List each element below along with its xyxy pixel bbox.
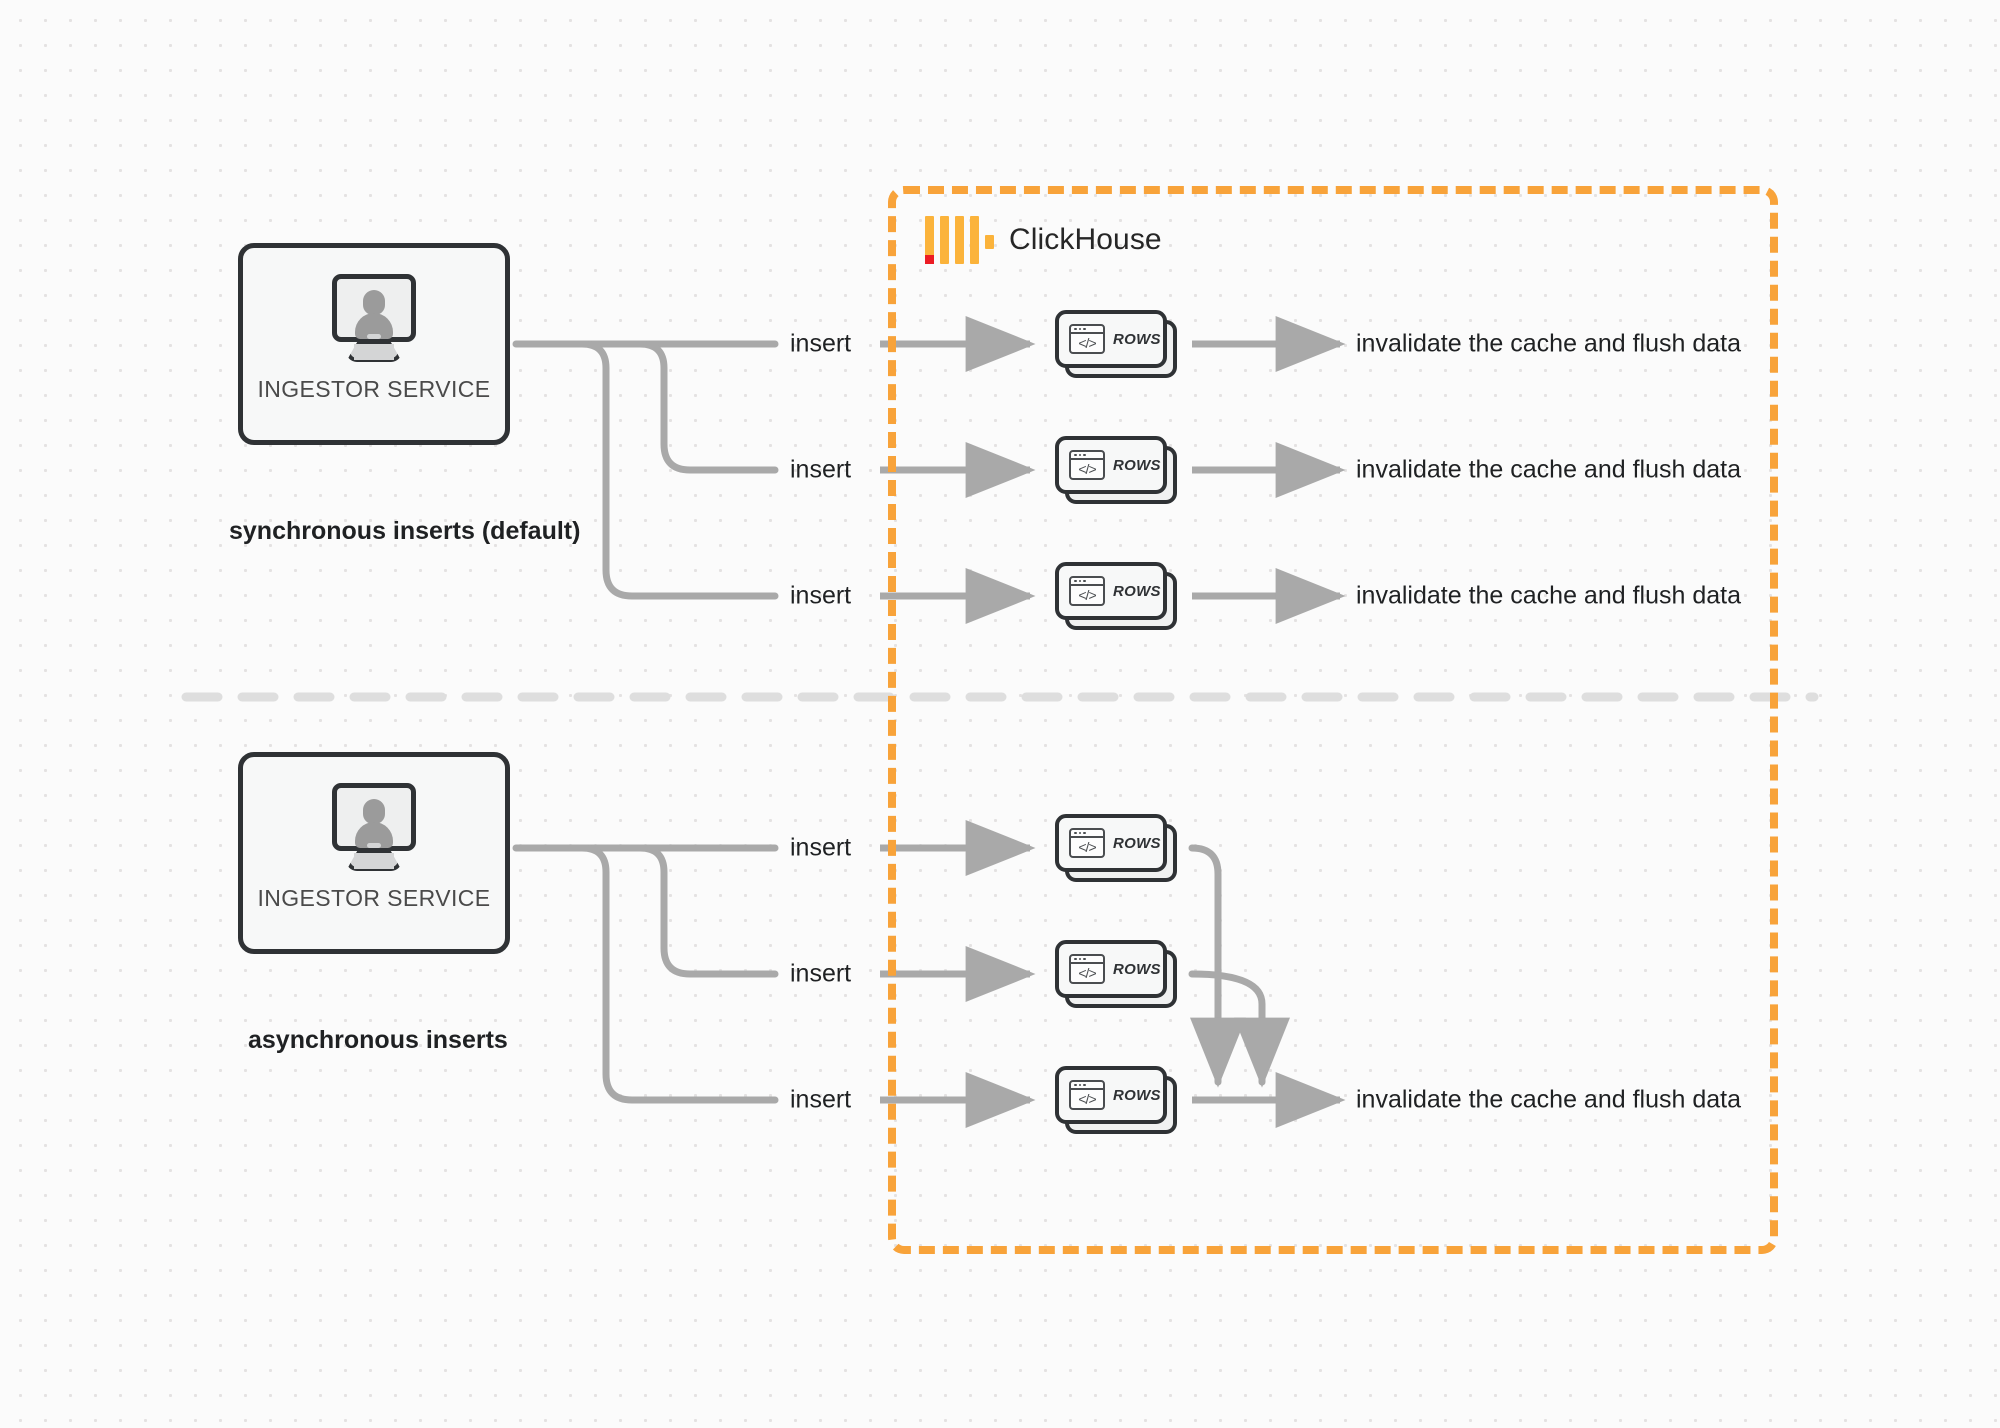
outcome-label-sync-3: invalidate the cache and flush data	[1356, 581, 1741, 610]
rows-node-sync-2[interactable]: </> ROWS	[1055, 436, 1177, 504]
rows-node-stack-front: </> ROWS	[1055, 814, 1167, 872]
monitor-user-icon	[328, 783, 420, 871]
ingestor-service-sync[interactable]: INGESTOR SERVICE	[238, 243, 510, 445]
caption-synchronous: synchronous inserts (default)	[229, 517, 581, 545]
rows-node-label: ROWS	[1113, 456, 1161, 474]
code-window-icon: </>	[1069, 828, 1105, 858]
clickhouse-brand: ClickHouse	[925, 216, 1162, 264]
code-window-icon: </>	[1069, 1080, 1105, 1110]
rows-node-stack-front: </> ROWS	[1055, 436, 1167, 494]
code-window-icon: </>	[1069, 450, 1105, 480]
async-branch-lines	[512, 844, 779, 1104]
rows-node-label: ROWS	[1113, 1086, 1161, 1104]
caption-asynchronous: asynchronous inserts	[248, 1026, 508, 1054]
insert-label-sync-1: insert	[790, 329, 852, 358]
sync-branch-lines	[512, 340, 779, 600]
insert-label-sync-3: insert	[790, 581, 852, 610]
rows-node-async-3[interactable]: </> ROWS	[1055, 1066, 1177, 1134]
rows-node-stack-front: </> ROWS	[1055, 310, 1167, 368]
rows-node-label: ROWS	[1113, 582, 1161, 600]
rows-node-stack-front: </> ROWS	[1055, 1066, 1167, 1124]
insert-label-async-3: insert	[790, 1085, 852, 1114]
code-window-icon: </>	[1069, 576, 1105, 606]
rows-node-label: ROWS	[1113, 960, 1161, 978]
outcome-label-async-merged: invalidate the cache and flush data	[1356, 1085, 1741, 1114]
ingestor-service-label-async: INGESTOR SERVICE	[257, 885, 491, 911]
insert-label-async-1: insert	[790, 833, 852, 862]
monitor-user-icon	[328, 274, 420, 362]
rows-node-sync-1[interactable]: </> ROWS	[1055, 310, 1177, 378]
rows-node-stack-front: </> ROWS	[1055, 562, 1167, 620]
ingestor-service-async[interactable]: INGESTOR SERVICE	[238, 752, 510, 954]
rows-node-async-1[interactable]: </> ROWS	[1055, 814, 1177, 882]
outcome-label-sync-2: invalidate the cache and flush data	[1356, 455, 1741, 484]
insert-label-sync-2: insert	[790, 455, 852, 484]
clickhouse-brand-label: ClickHouse	[1009, 223, 1162, 256]
rows-node-async-2[interactable]: </> ROWS	[1055, 940, 1177, 1008]
rows-node-label: ROWS	[1113, 330, 1161, 348]
rows-node-stack-front: </> ROWS	[1055, 940, 1167, 998]
clickhouse-logo-icon	[925, 216, 994, 264]
insert-label-async-2: insert	[790, 959, 852, 988]
rows-node-sync-3[interactable]: </> ROWS	[1055, 562, 1177, 630]
ingestor-service-label-sync: INGESTOR SERVICE	[257, 376, 491, 402]
outcome-label-sync-1: invalidate the cache and flush data	[1356, 329, 1741, 358]
code-window-icon: </>	[1069, 954, 1105, 984]
code-window-icon: </>	[1069, 324, 1105, 354]
clickhouse-region	[888, 186, 1778, 1254]
rows-node-label: ROWS	[1113, 834, 1161, 852]
